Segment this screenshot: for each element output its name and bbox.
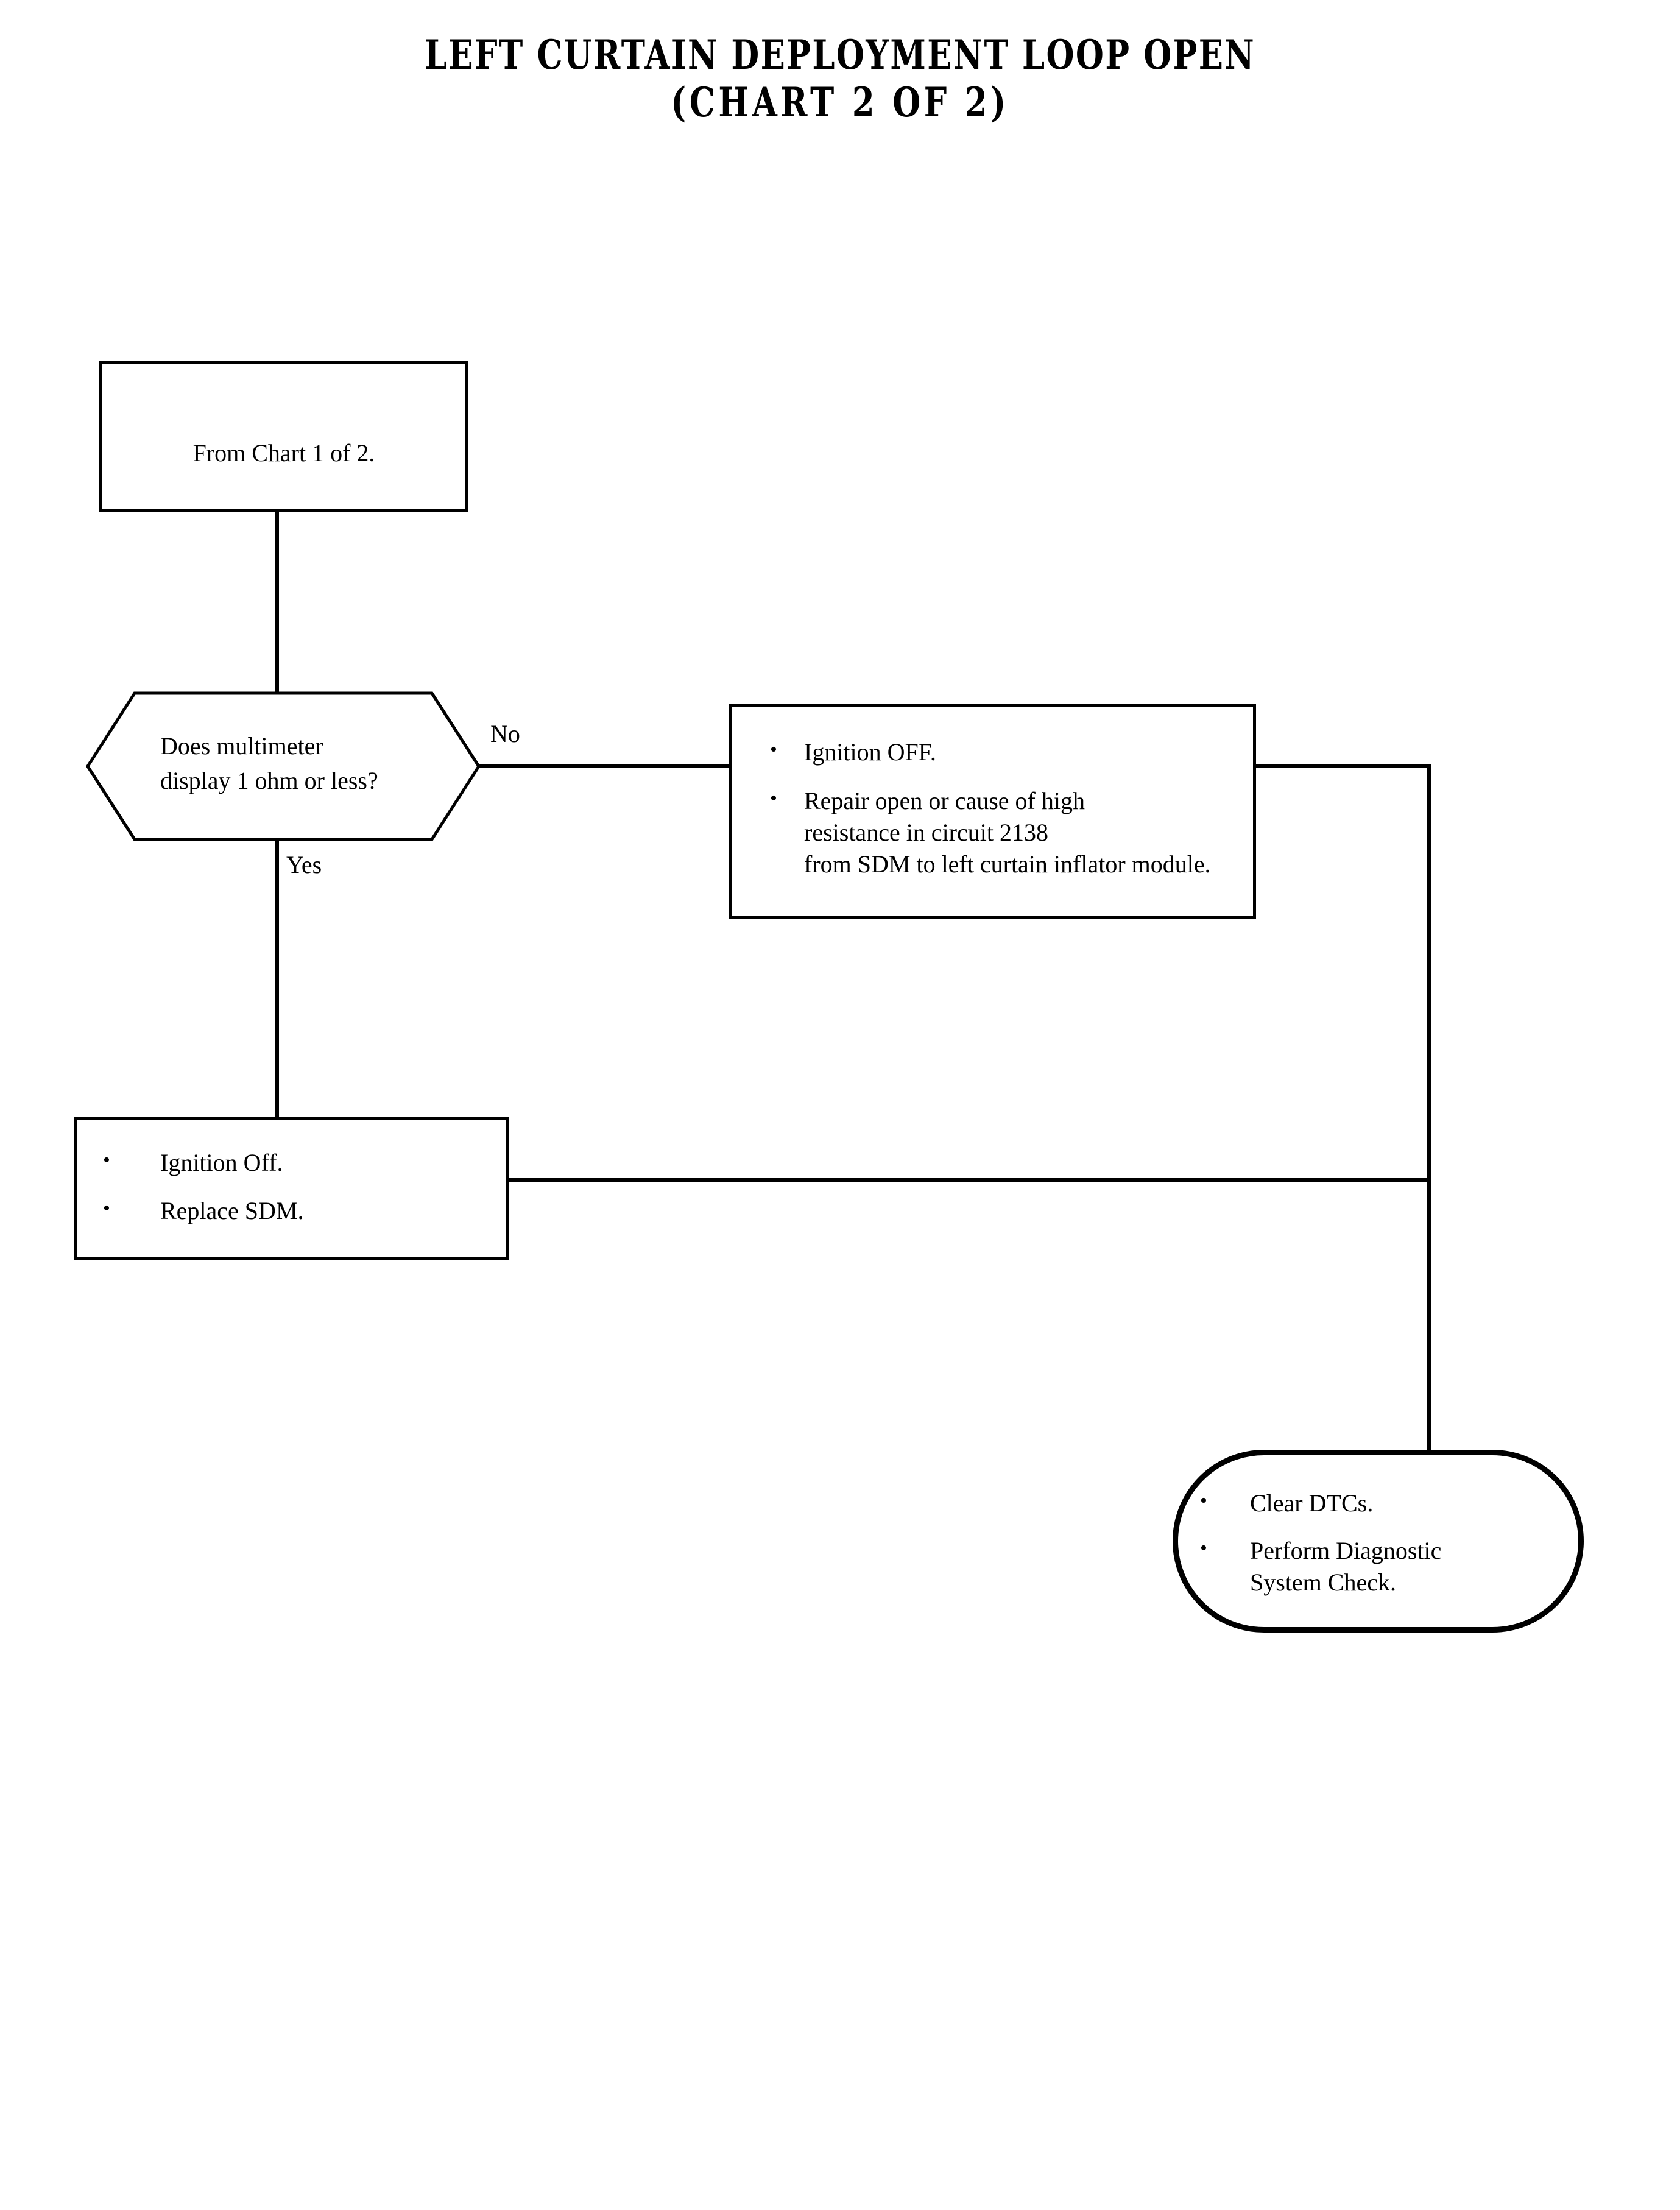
title-line-secondary: (CHART 2 OF 2) (671, 78, 1009, 126)
hexagon-shape (86, 691, 481, 841)
list-item: Repair open or cause of high resistance … (770, 785, 1243, 880)
list-item: Ignition Off. (103, 1147, 489, 1179)
node-decision-text: Does multimeter display 1 ohm or less? (160, 732, 378, 794)
title-line-primary: LEFT CURTAIN DEPLOYMENT LOOP OPEN (424, 31, 1256, 79)
node-decision-multimeter: Does multimeter display 1 ohm or less? (86, 690, 481, 842)
branch-label-yes: Yes (286, 851, 322, 878)
node-replace-sdm: Ignition Off. Replace SDM. (74, 1117, 509, 1260)
page-title: LEFT CURTAIN DEPLOYMENT LOOP OPEN (CHART… (0, 31, 1680, 127)
node-terminator-clear-dtcs: Clear DTCs. Perform Diagnostic System Ch… (1173, 1450, 1584, 1633)
node-from-chart: From Chart 1 of 2. (99, 361, 468, 512)
list-item: Perform Diagnostic System Check. (1200, 1535, 1567, 1598)
list-item: Ignition OFF. (770, 736, 1243, 768)
list-item: Clear DTCs. (1200, 1488, 1567, 1519)
node-terminator-bullets: Clear DTCs. Perform Diagnostic System Ch… (1200, 1488, 1567, 1614)
node-replace-sdm-bullets: Ignition Off. Replace SDM. (103, 1147, 489, 1243)
node-repair-bullets: Ignition OFF. Repair open or cause of hi… (770, 736, 1243, 897)
branch-label-no: No (490, 720, 520, 747)
list-item: Replace SDM. (103, 1195, 489, 1227)
node-from-chart-text: From Chart 1 of 2. (192, 439, 375, 467)
node-repair-open: Ignition OFF. Repair open or cause of hi… (729, 704, 1256, 919)
